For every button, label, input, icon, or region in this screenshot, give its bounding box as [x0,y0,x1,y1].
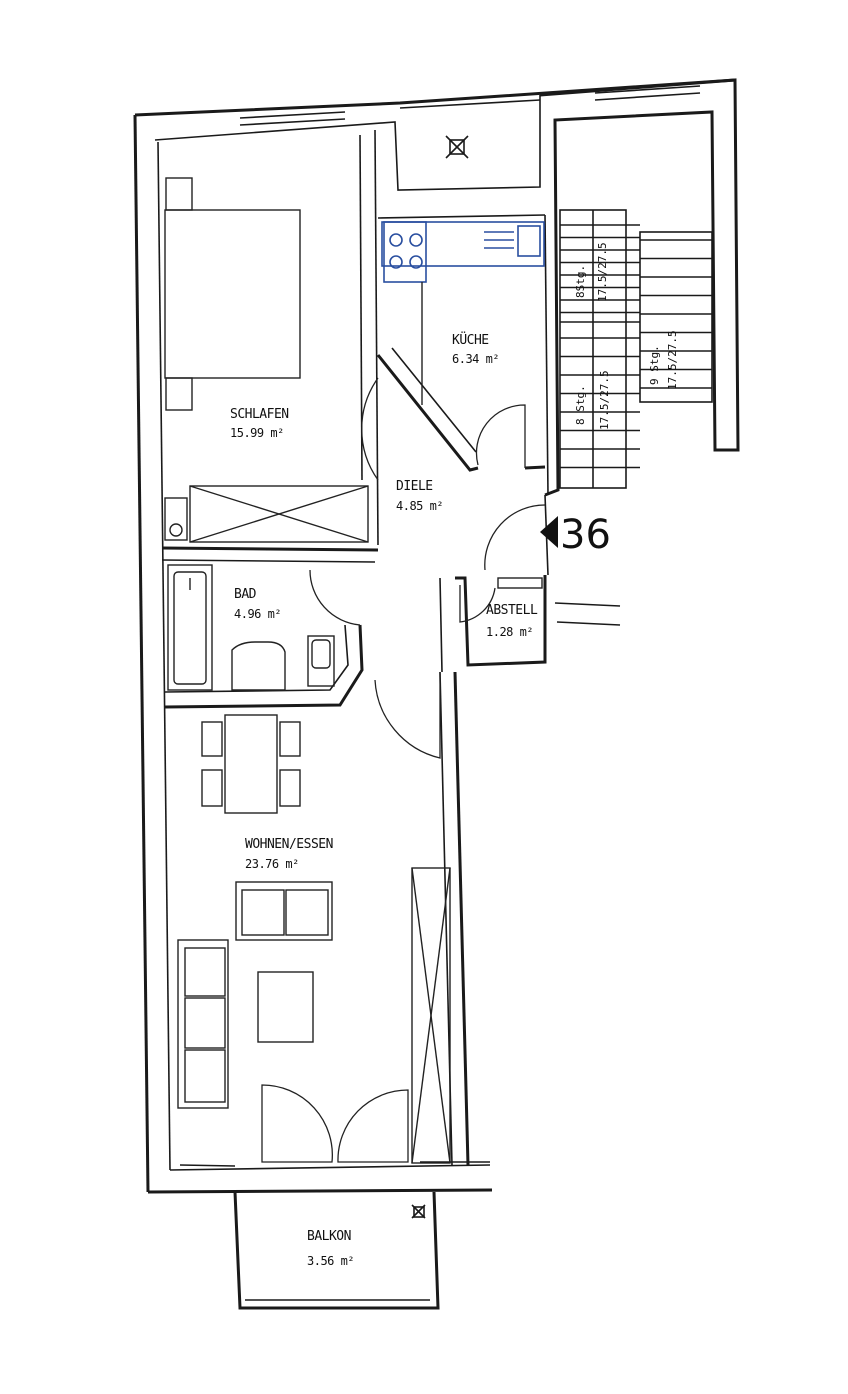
entrance-arrow-icon [540,516,558,548]
bathroom-fixtures [167,564,335,691]
living-furniture [177,714,451,1164]
room-area-wohnen: 23.76 m² [245,857,299,871]
room-area-balkon: 3.56 m² [307,1254,354,1268]
outer-walls [133,78,740,1194]
room-area-diele: 4.85 m² [396,499,443,513]
window-marker [445,135,469,159]
stair-dims-lower: 17.5/27.5 [598,370,611,430]
stair-dims-right: 17.5/27.5 [666,330,679,390]
kitchen-fixtures [381,221,545,405]
room-area-schlafen: 15.99 m² [230,426,284,440]
room-name-diele: DIELE [396,479,433,494]
windows [179,85,701,1167]
room-name-kueche: KÜCHE [452,331,489,348]
room-name-schlafen: SCHLAFEN [230,407,289,422]
room-name-balkon: BALKON [307,1229,351,1244]
stair-label-upper: 8Stg. [574,265,587,298]
unit-number: 36 [560,512,611,558]
stairs [559,209,713,489]
doors [261,377,546,1163]
balcony-outline [233,1191,440,1310]
stair-label-lower: 8 Stg. [574,385,587,425]
room-name-bad: BAD [234,587,257,602]
room-area-bad: 4.96 m² [234,607,281,621]
room-area-kueche: 6.34 m² [452,352,499,366]
stair-dims-upper: 17.5/27.5 [596,242,609,302]
room-name-wohnen: WOHNEN/ESSEN [245,837,333,852]
stair-label-right: 9 Stg. [648,345,661,385]
bedroom-furniture [164,177,369,543]
room-area-abstell: 1.28 m² [486,625,533,639]
room-name-abstell: ABSTELL [486,603,538,618]
